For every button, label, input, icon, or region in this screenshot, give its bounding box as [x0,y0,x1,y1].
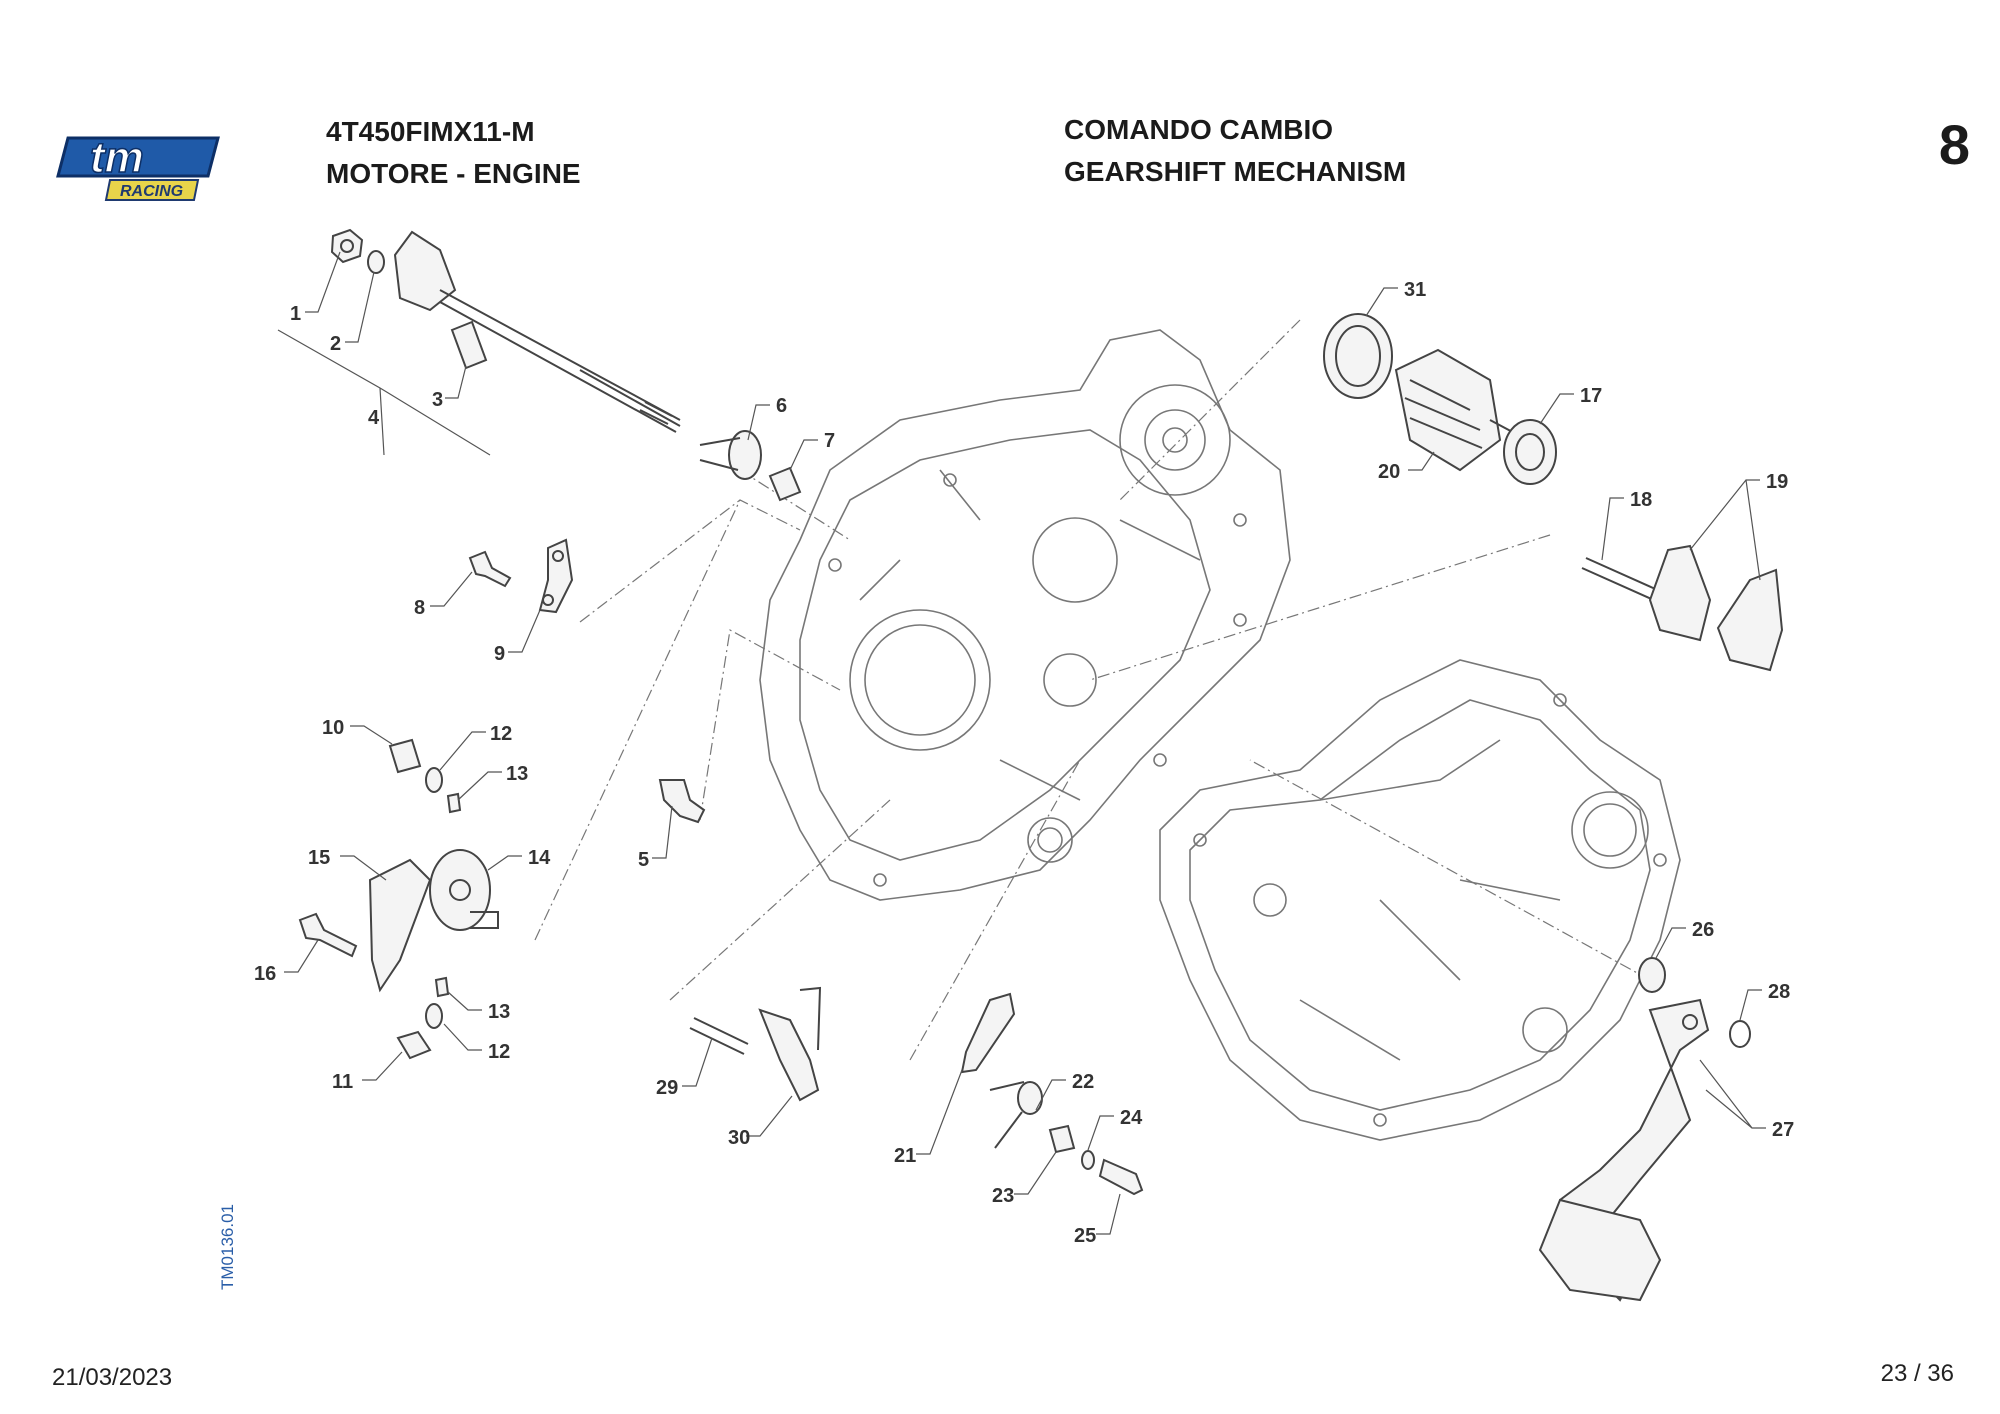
callout-13-top: 13 [506,763,528,785]
callout-29: 29 [656,1077,678,1099]
part-pawl-12b [425,1003,443,1029]
part-bearing-31 [1323,313,1393,399]
part-pawl-12 [425,767,443,793]
part-nut [330,228,364,264]
callout-22: 22 [1072,1071,1094,1093]
leader-lines [277,251,1766,1235]
part-bush [768,466,802,502]
callout-4: 4 [368,407,380,429]
callout-23: 23 [992,1185,1014,1207]
part-fork-shaft-29 [689,1017,749,1055]
part-screw-8 [468,550,512,588]
callout-27: 27 [1772,1119,1794,1141]
part-shift-drum-20 [1394,348,1521,472]
section-title-it: COMANDO CAMBIO [1064,114,1334,145]
callout-13-bottom: 13 [488,1001,510,1023]
callout-30: 30 [728,1127,750,1149]
part-fork-30 [758,986,822,1102]
callout-31: 31 [1404,279,1426,301]
part-circlip-28 [1729,1020,1751,1048]
callout-1: 1 [290,303,301,325]
callout-11: 11 [332,1071,353,1093]
callout-18: 18 [1630,489,1652,511]
model-code: 4T450FIMX11-M [326,116,535,147]
logo-text: tm [90,133,144,182]
part-seal-26 [1638,957,1666,993]
part-selector-14 [429,849,499,931]
callout-9: 9 [494,643,505,665]
callout-7: 7 [824,430,835,452]
part-spring-13 [446,792,462,814]
part-spring-22 [989,1081,1043,1149]
callout-6: 6 [776,395,787,417]
part-washer-24 [1081,1150,1095,1170]
callout-28: 28 [1768,981,1790,1003]
footer-page-number: 23 / 36 [1880,1360,1954,1387]
part-return-spring [699,430,762,480]
assembly-lines [534,319,1651,1061]
part-screw-16 [298,912,358,958]
callout-21: 21 [894,1145,916,1167]
callout-14: 14 [528,847,551,869]
part-pin-5 [658,779,706,824]
logo-subtext: RACING [120,183,183,200]
part-washer [367,250,385,274]
part-lever-21 [960,992,1016,1074]
callout-16: 16 [254,963,276,985]
part-plate-15 [368,858,432,993]
callout-8: 8 [414,597,425,619]
part-forks-19 [1648,544,1784,672]
part-screw-25 [1098,1158,1144,1196]
part-roller-10 [388,738,422,774]
section-title-en: GEARSHIFT MECHANISM [1064,156,1407,187]
callout-2: 2 [330,333,341,355]
group-title: MOTORE - ENGINE [326,158,581,189]
part-spring-13b [434,976,450,998]
section-number: 8 [1938,113,1970,176]
part-lever-9 [538,538,574,614]
callout-5: 5 [638,849,649,871]
callout-labels: 1 2 3 4 5 6 7 8 9 10 11 12 12 13 13 14 1… [254,279,1794,1247]
callout-24: 24 [1120,1107,1143,1129]
part-pin [450,320,488,370]
callout-17: 17 [1580,385,1602,407]
part-shift-shaft [393,230,681,433]
callout-10: 10 [322,717,344,739]
crankcase-left-half [759,329,1291,901]
footer-date: 21/03/2023 [52,1364,173,1391]
part-roller-11 [396,1030,432,1060]
crankcase-right-half [1159,659,1681,1141]
tm-racing-logo: tm RACING [56,132,220,201]
callout-3: 3 [432,389,443,411]
drawing-code: TM0136.01 [218,1204,237,1290]
callout-19: 19 [1766,471,1788,493]
callout-26: 26 [1692,919,1714,941]
callout-15: 15 [308,847,330,869]
callout-12-top: 12 [490,723,512,745]
part-bush-23 [1048,1124,1076,1154]
part-gear-pedal-27 [1538,998,1710,1302]
part-bearing-17 [1503,419,1557,485]
callout-20: 20 [1378,461,1400,483]
callout-12-bottom: 12 [488,1041,510,1063]
callout-25: 25 [1074,1225,1096,1247]
